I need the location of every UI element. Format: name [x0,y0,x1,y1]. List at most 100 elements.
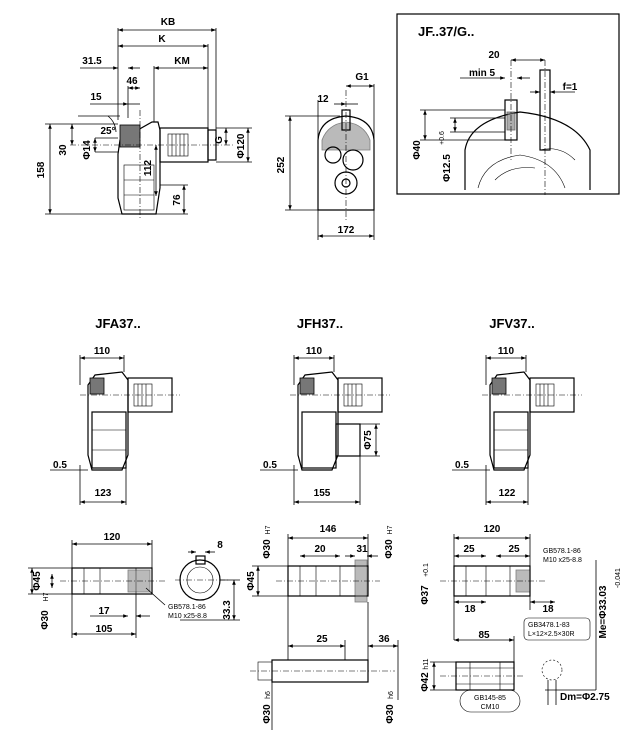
jfa-view: JFA37.. 110 0.5 123 [50,316,180,505]
detail-jf-view: JF..37/G.. 20 min 5 f=1 Φ40 Φ12.5 +0.6 [396,13,620,195]
output-flange [123,164,155,211]
jfa-flange-hatch [89,377,105,395]
dim-g: G [214,136,225,144]
jfa-shaft-note-m10: M10 x25-8.8 [168,613,207,620]
jfh-shaft-phi30b-tol: H7 [387,525,394,534]
jfh-shaft-dim-36: 36 [378,634,390,645]
jfa-dim-123: 123 [95,488,112,499]
jfh-shaft-phi30a-tol: H7 [265,525,272,534]
jfv-shaft-dim-18a: 18 [464,604,476,615]
jfa-shaft-note-gb: GB578.1-86 [168,604,206,611]
dim-phi40: Φ40 [412,140,423,160]
dim-15: 15 [90,92,102,103]
dim-detail-20: 20 [488,50,500,61]
flange-hatch [119,124,141,148]
dim-46: 46 [126,76,138,87]
gear-housing-side [117,121,161,215]
jfv-shaft-detail: 120 25 25 Φ37 +0.1 18 18 85 Φ42 h11 Me=Φ… [420,524,622,713]
dim-phi12-5-tol: +0.6 [439,131,446,145]
dim-phi120: Φ120 [236,133,247,158]
jfv-shaft-me-tol: -0.041 [615,568,622,588]
dim-phi12-5: Φ12.5 [442,154,453,182]
jfa-shaft-dim-33-3: 33.3 [222,600,233,620]
jfv-title: JFV37.. [489,316,535,331]
jfv-shaft-dm: Dm=Φ2.75 [560,692,610,703]
jfa-shaft-phi45: Φ45 [32,571,43,591]
jfh-shaft-detail: 146 20 31 Φ30 H7 Φ30 H7 Φ45 25 36 Φ30 h6… [246,524,399,730]
jfv-shaft-me: Me=Φ33.03 [598,585,609,638]
jfa-shaft-dim-105: 105 [96,624,113,635]
jfh-dim-110: 110 [306,346,323,357]
dim-172: 172 [338,225,355,236]
jfv-note-m10: M10 x25-8.8 [543,557,582,564]
dim-12: 12 [317,94,329,105]
dim-158: 158 [36,161,47,178]
jfa-shaft-detail: 120 8 Φ45 Φ30 H7 17 105 33.3 GB578.1-86 … [28,532,240,638]
jfv-dim-110: 110 [498,346,515,357]
jfh-output [301,411,337,469]
jfa-shaft-phi30: Φ30 [40,610,51,630]
jfh-shrink-disc [335,423,361,457]
jfv-shaft-phi37: Φ37 [420,585,431,605]
jfv-view: JFV37.. 110 0.5 122 [452,316,582,505]
dim-min5: min 5 [469,68,496,79]
jfv-dim-0-5: 0.5 [455,460,469,471]
detail-title: JF..37/G.. [418,24,474,39]
dim-kb: KB [161,17,175,28]
jfv-output [493,411,529,469]
jfv-shaft-dim-85: 85 [478,630,490,641]
gear-circle-2 [342,149,364,171]
jfh-dim-0-5: 0.5 [263,460,277,471]
jfh-view: JFH37.. 110 0.5 155 Φ75 [260,316,390,505]
jfh-title: JFH37.. [297,316,343,331]
jfh-shaft-phi30c: Φ30 [262,704,273,724]
jfv-shaft-dim-18b: 18 [542,604,554,615]
jfh-dim-phi75: Φ75 [363,430,374,450]
gear-circle-1 [324,146,342,164]
jfh-shaft-phi30a: Φ30 [262,539,273,559]
dim-76: 76 [172,194,183,206]
jfv-note-gb145: GB145-85 [474,695,506,702]
jfv-shaft-dim-25b: 25 [508,544,520,555]
dim-g1: G1 [355,72,369,83]
detail-frame [396,13,620,195]
dim-252: 252 [276,156,287,173]
jfa-key-slot [195,555,206,565]
dim-f1: f=1 [563,82,578,93]
jfh-shaft-dim-20: 20 [314,544,326,555]
jfv-dim-122: 122 [499,488,516,499]
jfh-shaft-phi45: Φ45 [246,571,257,591]
dim-k: K [158,34,166,45]
jfh-shaft-phi30b: Φ30 [384,539,395,559]
jfh-shaft-phi30c-tol: h6 [265,691,272,699]
jfa-dim-110: 110 [94,346,111,357]
jfv-note-cm10: CM10 [481,704,500,711]
jfh-shaft-dim-146: 146 [320,524,337,535]
jfv-note-spline: L×12×2.5×30R [528,631,575,638]
jfa-shaft-dim-17: 17 [98,606,110,617]
jfv-spline-circle [541,659,563,681]
jfv-note-gb3478: GB3478.1-83 [528,622,570,629]
jfv-note-box-gb145 [459,689,521,713]
jfa-shaft-dim-120: 120 [104,532,121,543]
dim-km: KM [174,56,190,67]
jfh-shaft-dim-31: 31 [356,544,368,555]
jfh-shaft-dim-25: 25 [316,634,328,645]
main-front-view: G1 12 252 172 [276,72,375,240]
jfh-shaft-phi30d: Φ30 [385,704,396,724]
jfv-shaft-phi42-tol: h11 [423,658,430,669]
dim-31-5: 31.5 [82,56,102,67]
jfh-dim-155: 155 [314,488,331,499]
jfv-note-box-gb3478 [523,617,591,641]
dim-30: 30 [58,144,69,156]
jfa-output [91,411,127,469]
jfv-housing [489,371,531,471]
jfa-shaft-dim-8: 8 [217,540,223,551]
jfa-title: JFA37.. [95,316,141,331]
dim-112: 112 [143,159,154,176]
jfa-housing [87,371,129,471]
jfv-shaft-dim-25a: 25 [463,544,475,555]
detail-housing [464,111,591,190]
